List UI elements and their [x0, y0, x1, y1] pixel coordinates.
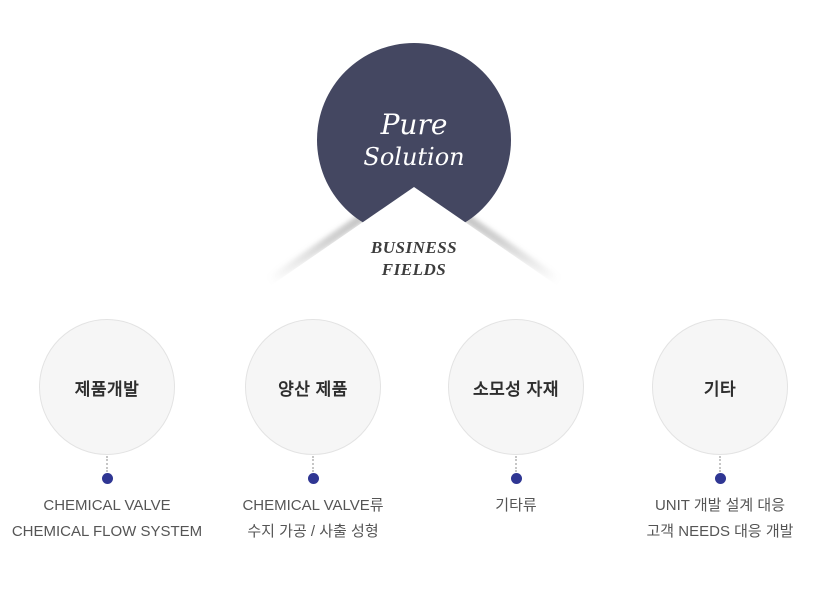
- field-circle-consumables: 소모성 자재: [448, 319, 584, 455]
- field-column-others: 기타 UNIT 개발 설계 대응 고객 NEEDS 대응 개발: [615, 319, 825, 545]
- field-title: 기타: [703, 379, 737, 399]
- section-caption-line2: FIELDS: [381, 260, 446, 279]
- field-desc-line: 수지 가공 / 사출 성형: [247, 523, 379, 540]
- brand-circle: [317, 43, 511, 237]
- field-desc-line: CHEMICAL VALVE류: [242, 497, 384, 514]
- field-column-consumables: 소모성 자재 기타류: [411, 319, 621, 519]
- connector-dotted-line: [719, 456, 721, 472]
- field-descriptions: UNIT 개발 설계 대응 고객 NEEDS 대응 개발: [647, 493, 794, 545]
- field-title: 소모성 자재: [473, 379, 559, 399]
- connector-dotted-line: [312, 456, 314, 472]
- field-desc-line: 기타류: [495, 497, 537, 514]
- field-desc-line: CHEMICAL VALVE: [43, 497, 171, 514]
- field-circle-mass-production: 양산 제품: [245, 319, 381, 455]
- field-title: 양산 제품: [278, 379, 348, 399]
- connector-dot: [714, 473, 726, 484]
- field-desc-line: UNIT 개발 설계 대응: [654, 497, 785, 514]
- section-caption-line1: BUSINESS: [370, 238, 457, 257]
- field-desc-line: CHEMICAL FLOW SYSTEM: [11, 523, 203, 540]
- field-title: 제품개발: [74, 379, 140, 399]
- field-column-mass-production: 양산 제품 CHEMICAL VALVE류 수지 가공 / 사출 성형: [208, 319, 418, 545]
- connector-dot: [307, 473, 319, 484]
- field-circle-product-development: 제품개발: [39, 319, 175, 455]
- field-desc-line: 고객 NEEDS 대응 개발: [646, 523, 794, 540]
- connector-dotted-line: [515, 456, 517, 472]
- brand-emblem: Pure Solution BUSINESS FIELDS: [244, 43, 584, 304]
- field-descriptions: CHEMICAL VALVE류 수지 가공 / 사출 성형: [242, 493, 383, 545]
- brand-name-line1: Pure: [380, 108, 448, 141]
- field-descriptions: 기타류: [495, 493, 536, 519]
- connector-dot: [101, 473, 113, 484]
- brand-name-line2: Solution: [363, 143, 464, 171]
- connector-dot: [510, 473, 522, 484]
- notch-triangle: [244, 187, 584, 304]
- field-descriptions: CHEMICAL VALVE CHEMICAL FLOW SYSTEM: [12, 493, 202, 545]
- connector-dotted-line: [106, 456, 108, 472]
- field-circle-others: 기타: [652, 319, 788, 455]
- field-column-product-development: 제품개발 CHEMICAL VALVE CHEMICAL FLOW SYSTEM: [2, 319, 212, 545]
